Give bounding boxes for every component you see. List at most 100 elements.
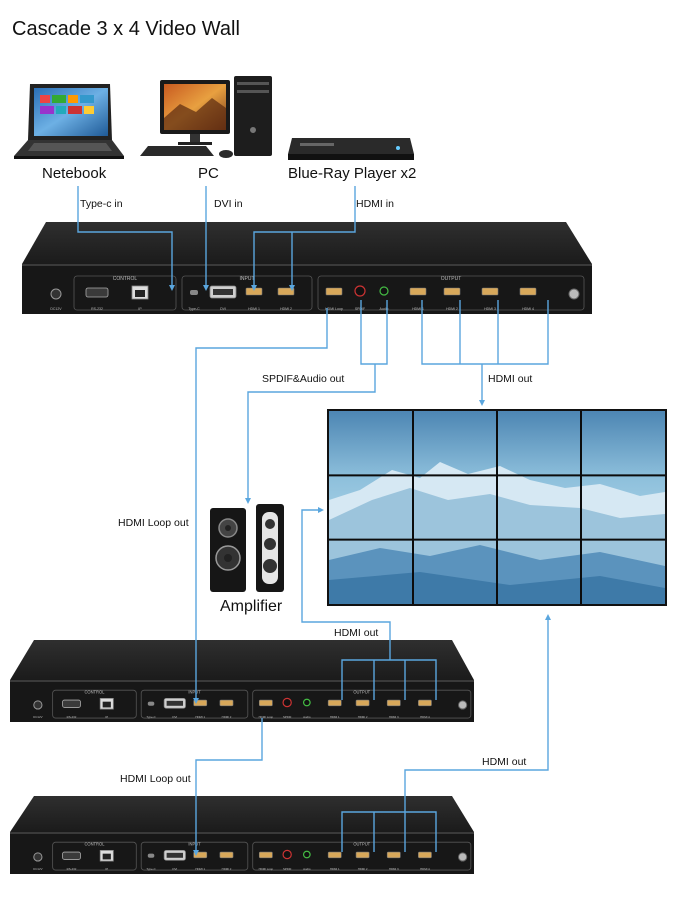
- middle-control-label: CONTROL: [84, 689, 105, 694]
- top-dc-port: [50, 288, 62, 300]
- bottom-ip-label: IP: [105, 867, 108, 871]
- pc-label: PC: [198, 165, 219, 182]
- line-typec-in: [77, 186, 173, 285]
- middle-hdmi-out-2-port: [355, 699, 370, 707]
- amplifier-speakers-icon: [210, 504, 284, 592]
- top-hdmi-in-2-label: HDMI 2: [280, 307, 292, 311]
- middle-rs232-label: RS-232: [67, 715, 77, 719]
- arrow-head: [479, 400, 485, 406]
- middle-hdmi-in-2-port: [219, 699, 234, 707]
- top-dc-label: DC12V: [50, 307, 62, 311]
- middle-spdif-label: SPDIF: [283, 715, 292, 719]
- amplifier-label: Amplifier: [220, 598, 283, 615]
- middle-hdmi-in-1-label: HDMI 1: [195, 715, 205, 719]
- bottom-typec-port: [147, 853, 155, 858]
- bottom-hdmi-in-1-label: HDMI 1: [195, 867, 205, 871]
- top-hdmi-out-2-label: HDMI 2: [446, 307, 458, 311]
- middle-spdif-port: [282, 697, 292, 708]
- bottom-ground-screw: [458, 852, 468, 862]
- page-title: Cascade 3 x 4 Video Wall: [12, 18, 240, 40]
- middle-typec-port: [147, 701, 155, 706]
- bottom-hdmi-in-2-port: [219, 851, 234, 859]
- top-hdmi-out-1-port: [409, 287, 427, 296]
- bottom-hdmi-out-4-label: HDMI 4: [420, 867, 430, 871]
- bluray-player-icon: [288, 138, 414, 160]
- netebook-label: Netebook: [42, 165, 107, 182]
- spdif-audio-out-label: SPDIF&Audio out: [262, 373, 345, 385]
- hdmi-out-label-top: HDMI out: [488, 373, 533, 385]
- bottom-hdmi-out-4-port: [418, 851, 432, 859]
- middle-hdmi-out-4-port: [418, 699, 432, 707]
- bottom-dvi-label: DVI: [172, 867, 177, 871]
- hdmi-out-label-bottom: HDMI out: [482, 756, 527, 768]
- line-to-amplifier: [247, 364, 376, 500]
- hdmi-loop-out-label-2: HDMI Loop out: [120, 773, 191, 785]
- line-spdif-audio: [360, 300, 388, 365]
- top-dvi-label: DVI: [220, 307, 226, 311]
- bottom-control-label: CONTROL: [84, 841, 105, 846]
- middle-hdmi-out-2-label: HDMI 2: [358, 715, 368, 719]
- line-hdmi-in-1: [253, 186, 356, 286]
- bottom-spdif-port: [282, 849, 292, 860]
- middle-dc-port: [33, 700, 43, 710]
- hdmi-loop-out-label-1: HDMI Loop out: [118, 517, 189, 529]
- top-rs232-label: RS-232: [91, 307, 103, 311]
- middle-ground-screw: [458, 700, 468, 710]
- bottom-hdmi-out-3-label: HDMI 3: [389, 867, 399, 871]
- line-hdmi-loop-out-1: [195, 308, 328, 700]
- bottom-hdmi-in-2-label: HDMI 2: [222, 867, 232, 871]
- middle-hdmi-out-1-label: HDMI 1: [330, 715, 340, 719]
- bottom-hdmi-loop-label: HDMI Loop: [259, 867, 274, 871]
- middle-hdmi-loop-label: HDMI Loop: [259, 715, 274, 719]
- bottom-dc-label: DC12V: [33, 867, 42, 871]
- arrow-head: [318, 507, 324, 513]
- top-ground-screw: [568, 288, 580, 300]
- arrow-head: [251, 285, 257, 291]
- bottom-hdmi-out-1-port: [327, 851, 342, 859]
- middle-output-label: OUTPUT: [353, 689, 370, 694]
- arrow-head: [193, 698, 199, 704]
- middle-audio-port: [302, 698, 311, 707]
- bottom-input-label: INPUT: [188, 841, 201, 846]
- top-hdmi-out-3-label: HDMI 3: [484, 307, 496, 311]
- top-hdmi-out-4-label: HDMI 4: [522, 307, 534, 311]
- hdmi-out-label-middle: HDMI out: [334, 627, 379, 639]
- bottom-dc-port: [33, 852, 43, 862]
- middle-hdmi-out-3-port: [386, 699, 401, 707]
- line-hdmi-out-bus-middle: [341, 659, 437, 700]
- top-hdmi-out-1-label: HDMI 1: [412, 307, 424, 311]
- pc-icon: [140, 76, 272, 158]
- top-audio-port: [379, 286, 389, 296]
- line-hdmi-out-bus-bottom: [341, 811, 437, 852]
- bottom-typec-label: Type-C: [146, 867, 155, 871]
- top-hdmi-in-1-label: HDMI 1: [248, 307, 260, 311]
- video-wall: [327, 409, 667, 606]
- netebook-icon: [14, 84, 124, 159]
- arrow-head: [289, 285, 295, 291]
- bottom-spdif-label: SPDIF: [283, 867, 292, 871]
- arrow-head: [203, 285, 209, 291]
- arrow-head: [245, 498, 251, 504]
- bluray-label: Blue-Ray Player x2: [288, 165, 417, 182]
- middle-dvi-label: DVI: [172, 715, 177, 719]
- top-control-label: CONTROL: [113, 276, 138, 282]
- bottom-hdmi-out-2-port: [355, 851, 370, 859]
- line-hdmi-out-to-wall-middle: [301, 509, 391, 660]
- bottom-hdmi-out-2-label: HDMI 2: [358, 867, 368, 871]
- middle-hdmi-out-3-label: HDMI 3: [389, 715, 399, 719]
- top-hdmi-loop-port: [325, 287, 343, 296]
- middle-ip-label: IP: [105, 715, 108, 719]
- top-hdmi-in-2-port: [277, 287, 295, 296]
- middle-hdmi-in-2-label: HDMI 2: [222, 715, 232, 719]
- top-audio-label: Audio: [380, 307, 389, 311]
- top-hdmi-out-4-port: [519, 287, 537, 296]
- top-typec-port: [190, 290, 198, 295]
- bottom-rs232-label: RS-232: [67, 867, 77, 871]
- top-rs232-port: [85, 287, 109, 298]
- arrow-head: [193, 850, 199, 856]
- middle-input-label: INPUT: [188, 689, 201, 694]
- dvi-in-label: DVI in: [214, 198, 243, 210]
